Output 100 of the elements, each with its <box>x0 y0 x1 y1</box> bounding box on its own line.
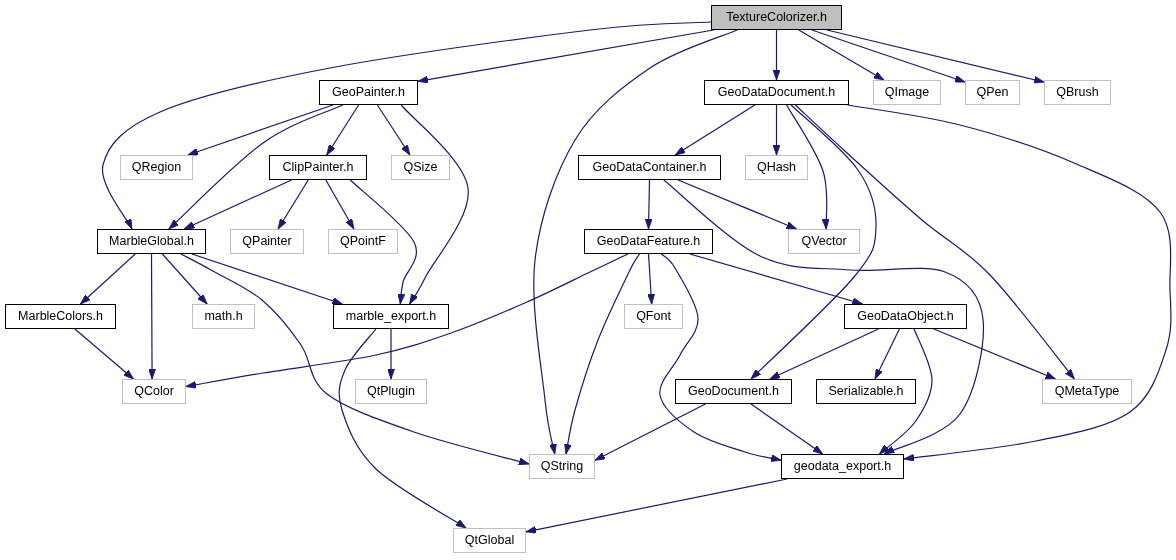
dependency-arrow <box>148 253 156 380</box>
file-name: QPen <box>976 85 1009 100</box>
dependency-arrow <box>689 253 864 305</box>
dependency-arrow <box>772 29 781 81</box>
file-box <box>355 379 427 404</box>
dependency-arrow <box>677 179 798 230</box>
dependency-arrow <box>338 328 467 529</box>
dependency-arrow <box>564 253 641 455</box>
dependency-arrow <box>659 253 782 462</box>
file-name: GeoDataFeature.h <box>596 234 701 249</box>
dependency-arrow <box>277 179 309 230</box>
file-name: TextureColorizer.h <box>726 10 827 25</box>
file-box <box>453 528 526 553</box>
file-name: QPainter <box>242 234 292 249</box>
file-box <box>675 379 792 404</box>
dependency-arrow <box>376 104 411 156</box>
dependency-arrow <box>101 21 712 230</box>
file-box <box>328 229 398 254</box>
dependency-arrow <box>79 253 136 305</box>
dependency-arrow <box>874 328 900 380</box>
file-name: QVector <box>801 234 847 249</box>
dependency-arrow <box>647 253 655 305</box>
dependency-arrow <box>826 29 1045 84</box>
file-name: geodata_export.h <box>793 459 892 474</box>
file-name: QString <box>540 459 584 474</box>
file-name: QSize <box>403 160 438 175</box>
dependency-arrow <box>74 328 135 380</box>
dependency-arrow <box>180 253 530 466</box>
file-name: GeoPainter.h <box>332 85 405 100</box>
file-box <box>5 304 116 329</box>
file-name: QFont <box>636 309 671 324</box>
file-box <box>711 5 842 30</box>
file-name: GeoDataContainer.h <box>592 160 707 175</box>
file-box <box>192 304 255 329</box>
dependency-arrow <box>644 179 653 230</box>
file-box <box>965 80 1020 105</box>
file-name: QtPlugin <box>367 384 415 399</box>
file-name: MarbleGlobal.h <box>109 234 194 249</box>
dependency-arrow <box>663 179 984 455</box>
file-name: math.h <box>204 309 243 324</box>
file-name: QColor <box>134 384 174 399</box>
file-box <box>120 155 193 180</box>
dependency-arrow <box>533 29 738 455</box>
file-name: QHash <box>757 160 796 175</box>
file-box <box>1044 80 1111 105</box>
file-name: QPointF <box>340 234 386 249</box>
file-box <box>624 304 683 329</box>
dependency-arrow <box>326 104 360 156</box>
file-box <box>122 379 186 404</box>
file-name: ClipPainter.h <box>282 160 354 175</box>
dependency-arrow <box>794 104 1075 380</box>
dependency-arrow <box>798 29 885 81</box>
dependency-arrow <box>525 478 788 534</box>
dependency-arrow <box>750 104 877 380</box>
dependency-arrow <box>674 104 756 156</box>
dependency-arrow <box>772 104 781 156</box>
file-name: QBrush <box>1056 85 1099 100</box>
dependency-arrow <box>168 104 344 230</box>
dependency-arrow <box>325 179 355 230</box>
dependency-arrow <box>349 179 417 305</box>
dependency-arrow <box>769 328 879 380</box>
dependency-arrow <box>933 328 1057 380</box>
file-name: QImage <box>884 85 930 100</box>
dependency-arrow <box>786 104 830 230</box>
dependency-arrow <box>161 253 208 305</box>
file-box <box>704 80 849 105</box>
file-name: QMetaType <box>1054 384 1120 399</box>
file-name: Serializable.h <box>828 384 904 399</box>
dependency-arrow <box>878 328 933 455</box>
file-name: QRegion <box>131 160 182 175</box>
dependency-arrow <box>187 104 334 156</box>
file-box <box>97 229 206 254</box>
dependency-arrow <box>846 104 1172 462</box>
file-box <box>816 379 916 404</box>
dependency-arrow <box>400 104 469 305</box>
file-box <box>844 304 967 329</box>
file-box <box>745 155 808 180</box>
file-name: GeoDocument.h <box>688 384 779 399</box>
file-box <box>781 454 904 479</box>
file-box <box>269 155 367 180</box>
dependency-arrow <box>811 29 966 83</box>
file-box <box>333 304 449 329</box>
dependency-arrow <box>750 403 824 455</box>
file-name: GeoDataObject.h <box>857 309 954 324</box>
file-name: QtGlobal <box>464 533 515 548</box>
dependency-arrow <box>191 253 343 305</box>
file-name: GeoDataDocument.h <box>717 85 836 100</box>
file-box <box>319 80 418 105</box>
file-box <box>788 229 860 254</box>
dependency-arrow <box>594 403 706 461</box>
dependency-arrow <box>183 179 293 230</box>
file-box <box>1042 379 1132 404</box>
file-box <box>529 454 595 479</box>
file-box <box>230 229 304 254</box>
file-box <box>578 155 721 180</box>
file-box <box>873 80 941 105</box>
file-box <box>391 155 450 180</box>
file-name: MarbleColors.h <box>18 309 103 324</box>
file-name: marble_export.h <box>345 309 437 324</box>
file-box <box>584 229 713 254</box>
